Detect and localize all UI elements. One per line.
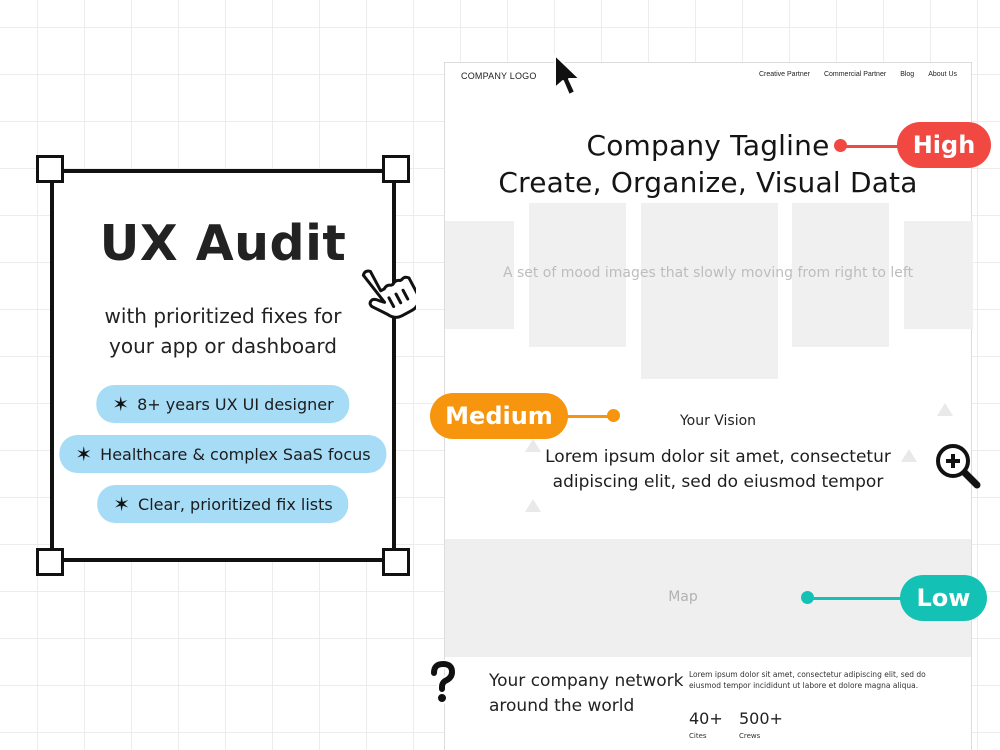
mood-caption: A set of mood images that slowly moving … — [502, 265, 914, 281]
stat-label: Cites — [689, 732, 707, 740]
vision-body: Lorem ipsum dolor sit amet, consectetur … — [445, 445, 971, 495]
audit-subtitle-line1: with prioritized fixes for — [104, 304, 342, 328]
ux-audit-card: UX Audit with prioritized fixes for your… — [36, 155, 410, 576]
pointer-hand-icon — [361, 269, 416, 319]
vision-line2: adipiscing elit, sed do eiusmod tempor — [552, 472, 884, 492]
priority-tag-low[interactable]: Low — [900, 575, 987, 621]
nav-commercial-partner[interactable]: Commercial Partner — [823, 71, 887, 78]
low-connector-dot — [801, 591, 814, 604]
star-icon: ✶ — [75, 442, 93, 466]
question-mark-icon — [429, 660, 458, 704]
network-body: Lorem ipsum dolor sit amet, consectetur … — [689, 670, 926, 690]
hero-tagline: Company Tagline Create, Organize, Visual… — [445, 127, 971, 201]
star-icon: ✶ — [113, 492, 131, 516]
triangle-decoration — [901, 449, 917, 462]
mood-image-placeholder — [641, 203, 778, 379]
feature-pill: ✶ 8+ years UX UI designer — [96, 385, 350, 423]
network-title-line2: around the world — [489, 696, 635, 716]
nav-blog[interactable]: Blog — [900, 71, 915, 78]
high-connector-line — [840, 145, 900, 148]
priority-tag-medium[interactable]: Medium — [430, 393, 568, 439]
feature-pill-text: Clear, prioritized fix lists — [138, 494, 333, 514]
company-logo[interactable]: COMPANY LOGO — [461, 71, 537, 81]
tagline-line1: Company Tagline — [586, 129, 830, 162]
stat-value: 40+ — [689, 709, 723, 728]
tagline-line2: Create, Organize, Visual Data — [498, 166, 918, 199]
network-title-line1: Your company network — [489, 671, 684, 691]
zoom-in-icon — [936, 444, 981, 489]
feature-pill-text: 8+ years UX UI designer — [137, 394, 334, 414]
medium-connector-line — [566, 415, 614, 418]
audit-title: UX Audit — [99, 215, 347, 272]
vision-line1: Lorem ipsum dolor sit amet, consectetur — [545, 447, 891, 467]
resize-handle-bottom-right[interactable] — [382, 548, 410, 576]
website-wireframe: COMPANY LOGO Creative Partner Commercial… — [444, 62, 973, 750]
feature-pill: ✶ Healthcare & complex SaaS focus — [59, 435, 387, 473]
mood-image-placeholder — [904, 221, 973, 329]
triangle-decoration — [525, 439, 541, 452]
priority-tag-high[interactable]: High — [897, 122, 991, 168]
mood-image-placeholder — [445, 221, 514, 329]
mood-image-placeholder — [792, 203, 889, 347]
nav-creative-partner[interactable]: Creative Partner — [758, 71, 810, 78]
triangle-decoration — [525, 499, 541, 512]
feature-pill-text: Healthcare & complex SaaS focus — [100, 444, 371, 464]
arrow-cursor-icon — [554, 54, 581, 96]
triangle-decoration — [937, 403, 953, 416]
top-nav: Creative Partner Commercial Partner Blog… — [759, 71, 957, 78]
nav-about-us[interactable]: About Us — [928, 71, 957, 78]
vision-label: Your Vision — [679, 413, 757, 429]
stat-value: 500+ — [739, 709, 783, 728]
resize-handle-bottom-left[interactable] — [36, 548, 64, 576]
network-title: Your company network around the world — [489, 669, 684, 719]
stat-label: Crews — [739, 732, 761, 740]
map-label: Map — [668, 589, 698, 605]
audit-subtitle-line2: your app or dashboard — [109, 334, 337, 358]
resize-handle-top-left[interactable] — [36, 155, 64, 183]
audit-subtitle: with prioritized fixes for your app or d… — [54, 301, 392, 361]
mood-image-placeholder — [529, 203, 626, 347]
star-icon: ✶ — [112, 392, 130, 416]
stat-cities: 40+ Cites — [689, 709, 723, 740]
feature-pill: ✶ Clear, prioritized fix lists — [97, 485, 349, 523]
high-connector-dot — [834, 139, 847, 152]
low-connector-line — [808, 597, 902, 600]
stat-crews: 500+ Crews — [739, 709, 783, 740]
resize-handle-top-right[interactable] — [382, 155, 410, 183]
medium-connector-dot — [607, 409, 620, 422]
